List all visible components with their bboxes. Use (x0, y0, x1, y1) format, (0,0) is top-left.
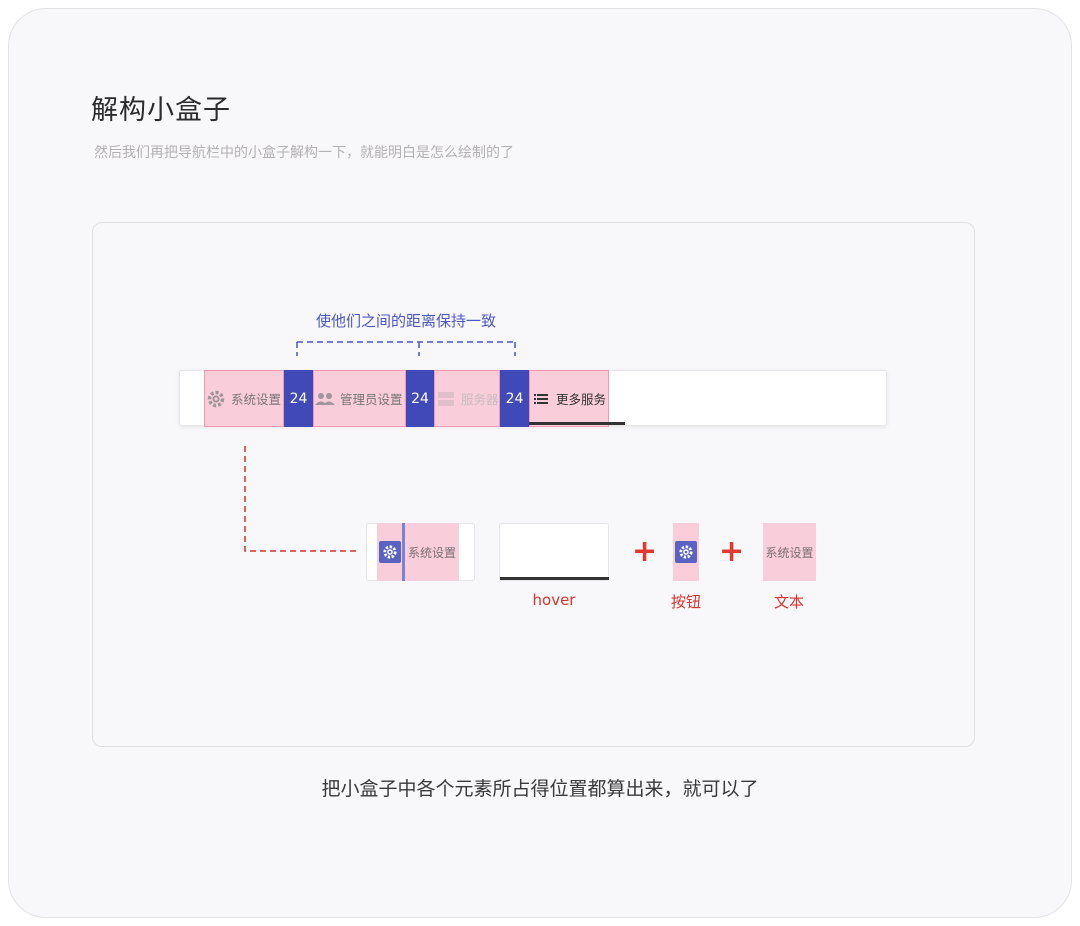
gap-spacer-2: 24 (406, 370, 434, 427)
nav-item-label: 服务器 (461, 392, 499, 407)
footer-caption: 把小盒子中各个元素所占得位置都算出来，就可以了 (321, 778, 759, 800)
nav-item-label: 更多服务 (556, 392, 607, 407)
hover-part-underline (500, 577, 609, 580)
spacing-note: 使他们之间的距离保持一致 (316, 312, 497, 330)
nav-item-system-settings[interactable]: 系统设置 (204, 370, 284, 427)
hover-label: hover (532, 591, 576, 609)
page-title: 解构小盒子 (91, 95, 231, 126)
plus-sign-1: + (632, 534, 658, 569)
gap-spacer-3: 24 (500, 370, 529, 427)
sample-text-area: 系统设置 (405, 523, 459, 581)
nav-item-admin-settings[interactable]: 管理员设置 (313, 370, 406, 427)
plus-sign-2: + (719, 534, 745, 569)
gear-icon (379, 541, 401, 563)
nav-item-more-services[interactable]: 更多服务 (529, 370, 609, 427)
gear-icon (675, 541, 697, 563)
nav-item-server[interactable]: 服务器 (434, 370, 500, 427)
gear-icon (205, 388, 227, 410)
nav-item-label: 管理员设置 (340, 392, 403, 407)
diagram-panel (92, 222, 975, 747)
text-label: 文本 (773, 593, 804, 611)
sample-divider (402, 523, 405, 581)
server-icon (435, 388, 457, 410)
button-label: 按钮 (670, 593, 701, 611)
users-icon (314, 388, 336, 410)
connector-line (244, 446, 360, 552)
hover-underline (529, 422, 625, 425)
page-subtitle: 然后我们再把导航栏中的小盒子解构一下，就能明白是怎么绘制的了 (94, 145, 514, 161)
hover-part-box (499, 523, 609, 581)
spacing-bracket (296, 341, 516, 356)
text-part-box: 系统设置 (763, 523, 816, 581)
menu-icon (530, 388, 552, 410)
gap-spacer-1: 24 (284, 370, 313, 427)
nav-item-label: 系统设置 (231, 392, 282, 407)
